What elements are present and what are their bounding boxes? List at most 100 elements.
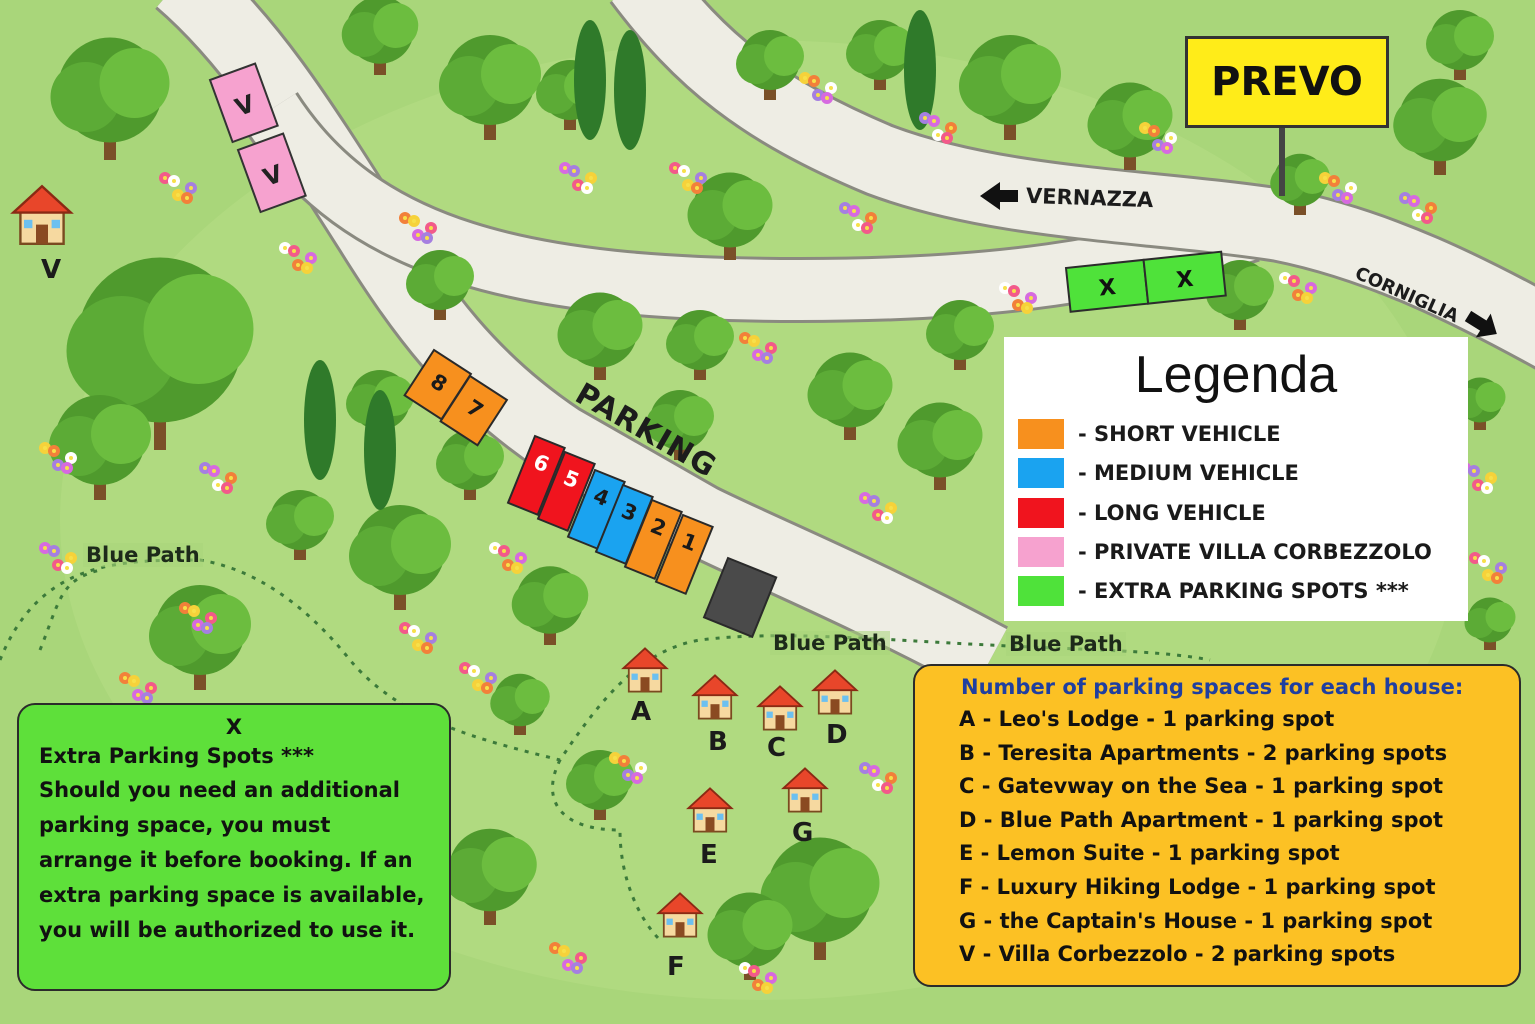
road-top — [612, 0, 1535, 367]
legend-item-short-vehicle: - SHORT VEHICLE — [1018, 419, 1281, 449]
house-label-f: F — [667, 952, 685, 982]
flower-patch — [1399, 192, 1437, 224]
legend-label: - PRIVATE VILLA CORBEZZOLO — [1078, 540, 1432, 564]
flower-patch — [549, 942, 587, 974]
flower-patch — [39, 542, 77, 574]
tree — [760, 837, 880, 960]
house-icon — [756, 685, 804, 731]
legend-item-extra-spots: - EXTRA PARKING SPOTS *** — [1018, 576, 1409, 606]
flower-patch — [459, 662, 497, 694]
spaces-list: A - Leo's Lodge - 1 parking spot B - Ter… — [959, 703, 1519, 972]
legend-label: - LONG VEHICLE — [1078, 501, 1266, 525]
tree — [557, 292, 643, 380]
flower-patch — [1319, 172, 1357, 204]
flower-patch — [919, 112, 957, 144]
tree — [439, 35, 541, 140]
prevo-sign-title: PREVO — [1211, 59, 1363, 105]
blue-path-label-center: Blue Path — [770, 631, 890, 655]
flower-patch — [39, 442, 77, 474]
extra-parking-info-box: X Extra Parking Spots *** Should you nee… — [17, 703, 451, 991]
house-label-a: A — [631, 697, 652, 727]
tree — [666, 310, 734, 380]
house-label-g: G — [792, 818, 814, 848]
legend-panel: Legenda - SHORT VEHICLE - MEDIUM VEHICLE… — [1004, 337, 1468, 621]
flower-patch — [859, 762, 897, 794]
legend-swatch — [1018, 576, 1064, 606]
house-icon — [686, 787, 734, 833]
tree — [266, 490, 334, 560]
sign-post — [1279, 126, 1285, 196]
list-item: E - Lemon Suite - 1 parking spot — [959, 841, 1340, 866]
spaces-heading: Number of parking spaces for each house: — [961, 675, 1464, 699]
legend-swatch — [1018, 537, 1064, 567]
tree — [846, 20, 914, 90]
blue-path-label-left: Blue Path — [83, 543, 203, 567]
flower-patch — [999, 282, 1037, 314]
parking-spot-6: 6 — [506, 434, 566, 517]
tree — [736, 30, 804, 100]
parking-spot-8: 8 — [403, 348, 473, 421]
corniglia-arrow-icon — [1464, 310, 1497, 338]
road-upper-left — [156, 0, 1007, 691]
extra-box-body: Should you need an additional parking sp… — [39, 778, 425, 942]
tree — [1393, 78, 1487, 175]
flower-patch — [119, 672, 157, 704]
tree — [646, 390, 714, 460]
houses-layer — [10, 184, 859, 938]
list-item: D - Blue Path Apartment - 1 parking spot — [959, 807, 1444, 832]
vernazza-arrow-icon — [980, 182, 1018, 210]
house-icon — [781, 767, 829, 813]
tree — [1464, 597, 1516, 650]
parking-spot-5: 5 — [536, 450, 596, 533]
flower-patch — [609, 752, 647, 784]
flower-patch — [179, 602, 217, 634]
tree — [341, 0, 419, 75]
tree — [66, 257, 254, 450]
house-icon — [621, 647, 669, 693]
legend-swatch — [1018, 458, 1064, 488]
legend-label: - EXTRA PARKING SPOTS *** — [1078, 579, 1409, 603]
villa-house-icon — [10, 184, 74, 246]
flower-patch — [399, 622, 437, 654]
house-label-v: V — [41, 255, 62, 285]
tree — [49, 395, 151, 500]
list-item: V - Villa Corbezzolo - 2 parking spots — [959, 942, 1396, 967]
tree — [807, 352, 893, 440]
list-item: A - Leo's Lodge - 1 parking spot — [959, 707, 1335, 731]
flower-patch — [839, 202, 877, 234]
flower-patch — [399, 212, 437, 244]
legend-item-private-villa: - PRIVATE VILLA CORBEZZOLO — [1018, 537, 1432, 567]
svg-text:X: X — [1175, 267, 1195, 294]
flower-patch — [739, 962, 777, 994]
parking-spot-2: 2 — [623, 498, 683, 581]
house-icon — [811, 669, 859, 715]
road-label-vernazza: VERNAZZA — [1025, 183, 1154, 213]
list-item: F - Luxury Hiking Lodge - 1 parking spot — [959, 874, 1436, 899]
house-label-d: D — [826, 720, 848, 750]
cypress-tree — [304, 360, 336, 480]
house-label-b: B — [708, 727, 728, 757]
tree — [897, 402, 983, 490]
cypress-tree — [364, 390, 396, 510]
blue-path-trails — [0, 558, 1211, 942]
house-icon — [691, 674, 739, 720]
tree — [349, 505, 451, 610]
flower-patch — [199, 462, 237, 494]
house-icon — [656, 892, 704, 938]
list-item: C - Gatevway on the Sea - 1 parking spot — [959, 774, 1444, 799]
tree — [50, 37, 170, 160]
cypress-tree — [574, 20, 606, 140]
flower-patch — [279, 242, 317, 274]
house-label-e: E — [700, 840, 718, 870]
flower-patch — [1139, 122, 1177, 154]
tree — [406, 250, 474, 320]
tree — [926, 300, 994, 370]
list-item: G - the Captain's House - 1 parking spot — [959, 908, 1433, 933]
villa-parking: V V — [208, 62, 307, 214]
flower-patch — [739, 332, 777, 364]
extra-parking: X X — [1064, 250, 1227, 313]
flower-patch — [859, 492, 897, 524]
villa-spot-2: V — [236, 132, 307, 214]
